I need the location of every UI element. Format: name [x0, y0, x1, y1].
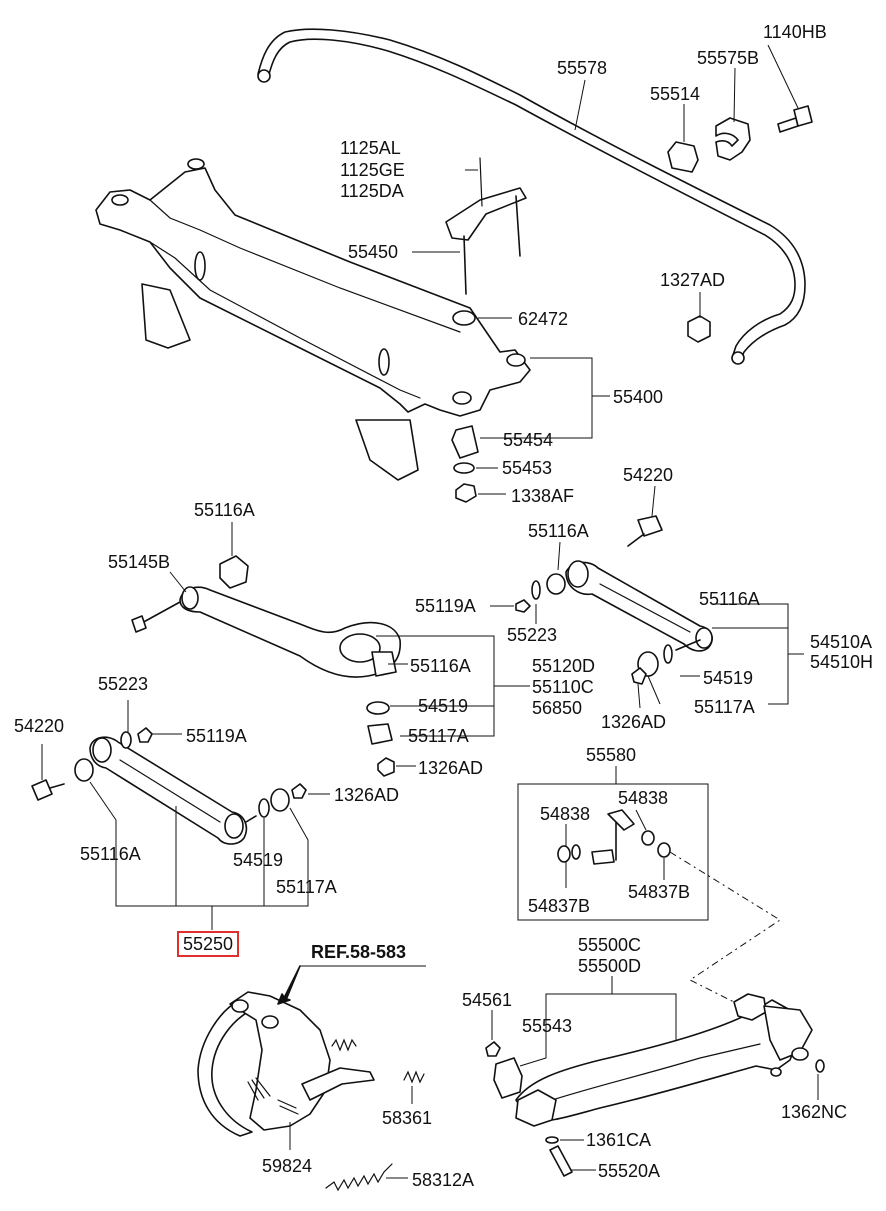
label-54519-right: 54519 — [703, 668, 754, 688]
label-55578: 55578 — [557, 58, 608, 78]
label-55400: 55400 — [613, 387, 664, 407]
label-1125DA: 1125DA — [340, 181, 404, 201]
label-55500D: 55500D — [578, 956, 642, 976]
label-54561: 54561 — [462, 990, 513, 1010]
label-55116A-lower-left: 55116A — [80, 844, 141, 864]
label-55119A-right: 55119A — [415, 596, 476, 616]
label-55580: 55580 — [586, 745, 637, 765]
ring-1362NC — [815, 1059, 825, 1073]
label-54837B-left: 54837B — [528, 896, 591, 916]
label-1338AF: 1338AF — [511, 486, 575, 506]
bolt-54220-left — [31, 779, 53, 801]
label-54220-right: 54220 — [623, 465, 674, 485]
bracket-55575B — [715, 117, 751, 161]
label-55117A-right: 55117A — [694, 697, 755, 717]
label-1125GE: 1125GE — [340, 160, 405, 180]
control-arm-55250 — [89, 736, 248, 845]
label-58312A: 58312A — [412, 1170, 475, 1190]
label-54838-left: 54838 — [540, 804, 591, 824]
label-55520A: 55520A — [598, 1161, 661, 1181]
label-55575B: 55575B — [697, 48, 760, 68]
label-54510H: 54510H — [810, 652, 874, 672]
stabilizer-link — [557, 809, 671, 865]
stabilizer-bar — [257, 28, 806, 365]
label-55119A-left: 55119A — [186, 726, 247, 746]
bolt-55520A — [549, 1145, 573, 1177]
label-54837B-right: 54837B — [628, 882, 691, 902]
label-54510A: 54510A — [810, 632, 873, 652]
nut-54561 — [485, 1041, 501, 1057]
label-55514: 55514 — [650, 84, 701, 104]
label-54220-left: 54220 — [14, 716, 65, 736]
spring-58312A — [325, 1163, 393, 1192]
bolt-54220-right — [637, 515, 663, 537]
label-1361CA: 1361CA — [586, 1130, 652, 1150]
label-1327AD: 1327AD — [660, 270, 726, 290]
control-arm-55120D — [179, 586, 401, 678]
bushing-55454 — [451, 425, 479, 459]
link-kit-box — [517, 783, 709, 921]
bushing-55514 — [667, 141, 699, 173]
label-1326AD-center: 1326AD — [418, 758, 484, 778]
label-55223-left: 55223 — [98, 674, 149, 694]
label-1362NC: 1362NC — [781, 1102, 848, 1122]
label-55250-highlighted[interactable]: 55250 — [177, 931, 240, 957]
label-54838-right: 54838 — [618, 788, 669, 808]
nut-1338AF — [455, 483, 477, 503]
label-62472: 62472 — [518, 309, 569, 329]
label-55450: 55450 — [348, 242, 399, 262]
label-56850: 56850 — [532, 698, 583, 718]
label-55116A-upper-left: 55116A — [194, 500, 255, 520]
trailing-arm-55500 — [493, 993, 813, 1127]
cotter-1361CA — [545, 1136, 559, 1144]
label-55116A-right-arm: 55116A — [699, 589, 760, 609]
brake-shoe-assembly — [197, 991, 375, 1137]
label-55120D: 55120D — [532, 656, 596, 676]
bushing-55116A-left — [219, 555, 249, 589]
bracket-55450 — [445, 157, 527, 295]
label-55223-right: 55223 — [507, 625, 558, 645]
label-59824: 59824 — [262, 1156, 313, 1176]
label-55500C: 55500C — [578, 935, 642, 955]
bolt-1140HB — [777, 105, 813, 133]
label-ref-58-583[interactable]: REF.58-583 — [311, 942, 407, 962]
crossmember — [95, 158, 531, 481]
spring-58361 — [403, 1070, 425, 1084]
washer-55453 — [453, 462, 475, 474]
control-arm-54510 — [565, 560, 713, 652]
spring-upper — [331, 1038, 357, 1052]
label-55454: 55454 — [503, 430, 554, 450]
label-1326AD-left: 1326AD — [334, 785, 400, 805]
label-55117A-center: 55117A — [408, 726, 469, 746]
label-55145B: 55145B — [108, 552, 171, 572]
bushing-1327AD — [687, 315, 711, 343]
label-55110C: 55110C — [532, 677, 594, 697]
label-1326AD-right: 1326AD — [601, 712, 667, 732]
label-54519-left: 54519 — [233, 850, 284, 870]
label-55453: 55453 — [502, 458, 553, 478]
label-1125AL: 1125AL — [340, 138, 401, 158]
washer-62472 — [452, 310, 476, 326]
label-1140HB: 1140HB — [763, 22, 827, 42]
label-55543: 55543 — [522, 1016, 573, 1036]
label-58361: 58361 — [382, 1108, 433, 1128]
label-54519-center: 54519 — [418, 696, 469, 716]
label-55117A-left: 55117A — [276, 877, 337, 897]
label-55116A-upper-right: 55116A — [528, 521, 589, 541]
label-55116A-center: 55116A — [410, 656, 471, 676]
